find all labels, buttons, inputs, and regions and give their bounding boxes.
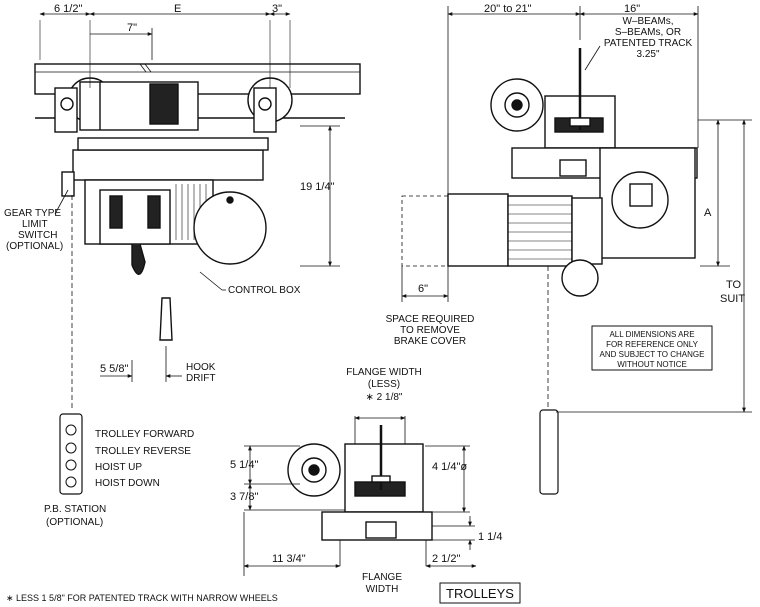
label-less: (LESS) — [368, 379, 400, 390]
label-limit: LIMIT — [22, 219, 48, 230]
dim-6-in: 6" — [418, 283, 428, 295]
label-hook: HOOK — [186, 362, 216, 373]
notice-line-2: FOR REFERENCE ONLY — [606, 340, 699, 349]
label-brake-cover: BRAKE COVER — [394, 336, 466, 347]
notice-line-3: AND SUBJECT TO CHANGE — [600, 350, 705, 359]
dim-5-5-8: 5 5/8" — [100, 363, 128, 375]
dim-a: A — [704, 207, 712, 219]
dim-4-1-4-dia: 4 1/4"ø — [432, 461, 467, 473]
dim-19-1-4: 19 1/4" — [300, 181, 335, 193]
label-drift: DRIFT — [186, 373, 215, 384]
right-trolley-view — [401, 48, 698, 408]
dim-11-3-4: 11 3/4" — [272, 553, 306, 565]
beam-callout-2: S–BEAMs, OR — [615, 27, 681, 38]
beam-callout-1: W–BEAMs, — [622, 16, 673, 27]
dim-7: 7" — [127, 22, 137, 34]
label-flange: FLANGE — [362, 572, 402, 583]
dim-e: E — [174, 3, 181, 15]
dim-suit: SUIT — [720, 293, 745, 305]
dim-16: 16" — [624, 3, 640, 15]
label-flange-width: FLANGE WIDTH — [346, 367, 422, 378]
pendant-station — [59, 413, 83, 495]
label-to-remove: TO REMOVE — [400, 325, 460, 336]
title-box — [439, 582, 521, 604]
dim-3: 3" — [272, 3, 282, 15]
button-trolley-forward: TROLLEY FORWARD — [95, 429, 194, 440]
title-trolleys: TROLLEYS — [446, 586, 514, 601]
label-space-required: SPACE REQUIRED — [386, 314, 475, 325]
button-hoist-down: HOIST DOWN — [95, 478, 160, 489]
label-control-box: CONTROL BOX — [228, 285, 301, 296]
beam-callout-3: PATENTED TRACK — [604, 38, 693, 49]
dim-1-1-4: 1 1/4 — [478, 531, 502, 543]
beam-callout-4: 3.25" — [636, 49, 659, 60]
notice-line-4: WITHOUT NOTICE — [617, 360, 687, 369]
label-gear-type: GEAR TYPE — [4, 208, 61, 219]
dim-to: TO — [726, 279, 742, 291]
footnote: ∗ LESS 1 5/8" FOR PATENTED TRACK WITH NA… — [6, 593, 278, 603]
dim-6-1-2: 6 1/2" — [54, 3, 82, 15]
label-pb-optional: (OPTIONAL) — [46, 517, 103, 528]
right-pendant — [539, 409, 559, 495]
dim-20-to-21: 20" to 21" — [484, 3, 532, 15]
label-optional: (OPTIONAL) — [6, 241, 63, 252]
dim-5-1-4: 5 1/4" — [230, 459, 258, 471]
notice-line-1: ALL DIMENSIONS ARE — [609, 330, 694, 339]
bottom-trolley-view — [287, 416, 433, 566]
label-switch: SWITCH — [18, 230, 57, 241]
label-width: WIDTH — [366, 584, 399, 595]
button-trolley-reverse: TROLLEY REVERSE — [95, 446, 191, 457]
notice-box — [591, 325, 713, 371]
button-hoist-up: HOIST UP — [95, 462, 142, 473]
left-trolley-view — [34, 20, 361, 410]
dim-3-7-8: 3 7/8" — [230, 491, 258, 503]
label-pb-station: P.B. STATION — [44, 504, 106, 515]
dim-2-1-2: 2 1/2" — [432, 553, 460, 565]
label-flange-2-1-8: ∗ 2 1/8" — [366, 392, 403, 403]
